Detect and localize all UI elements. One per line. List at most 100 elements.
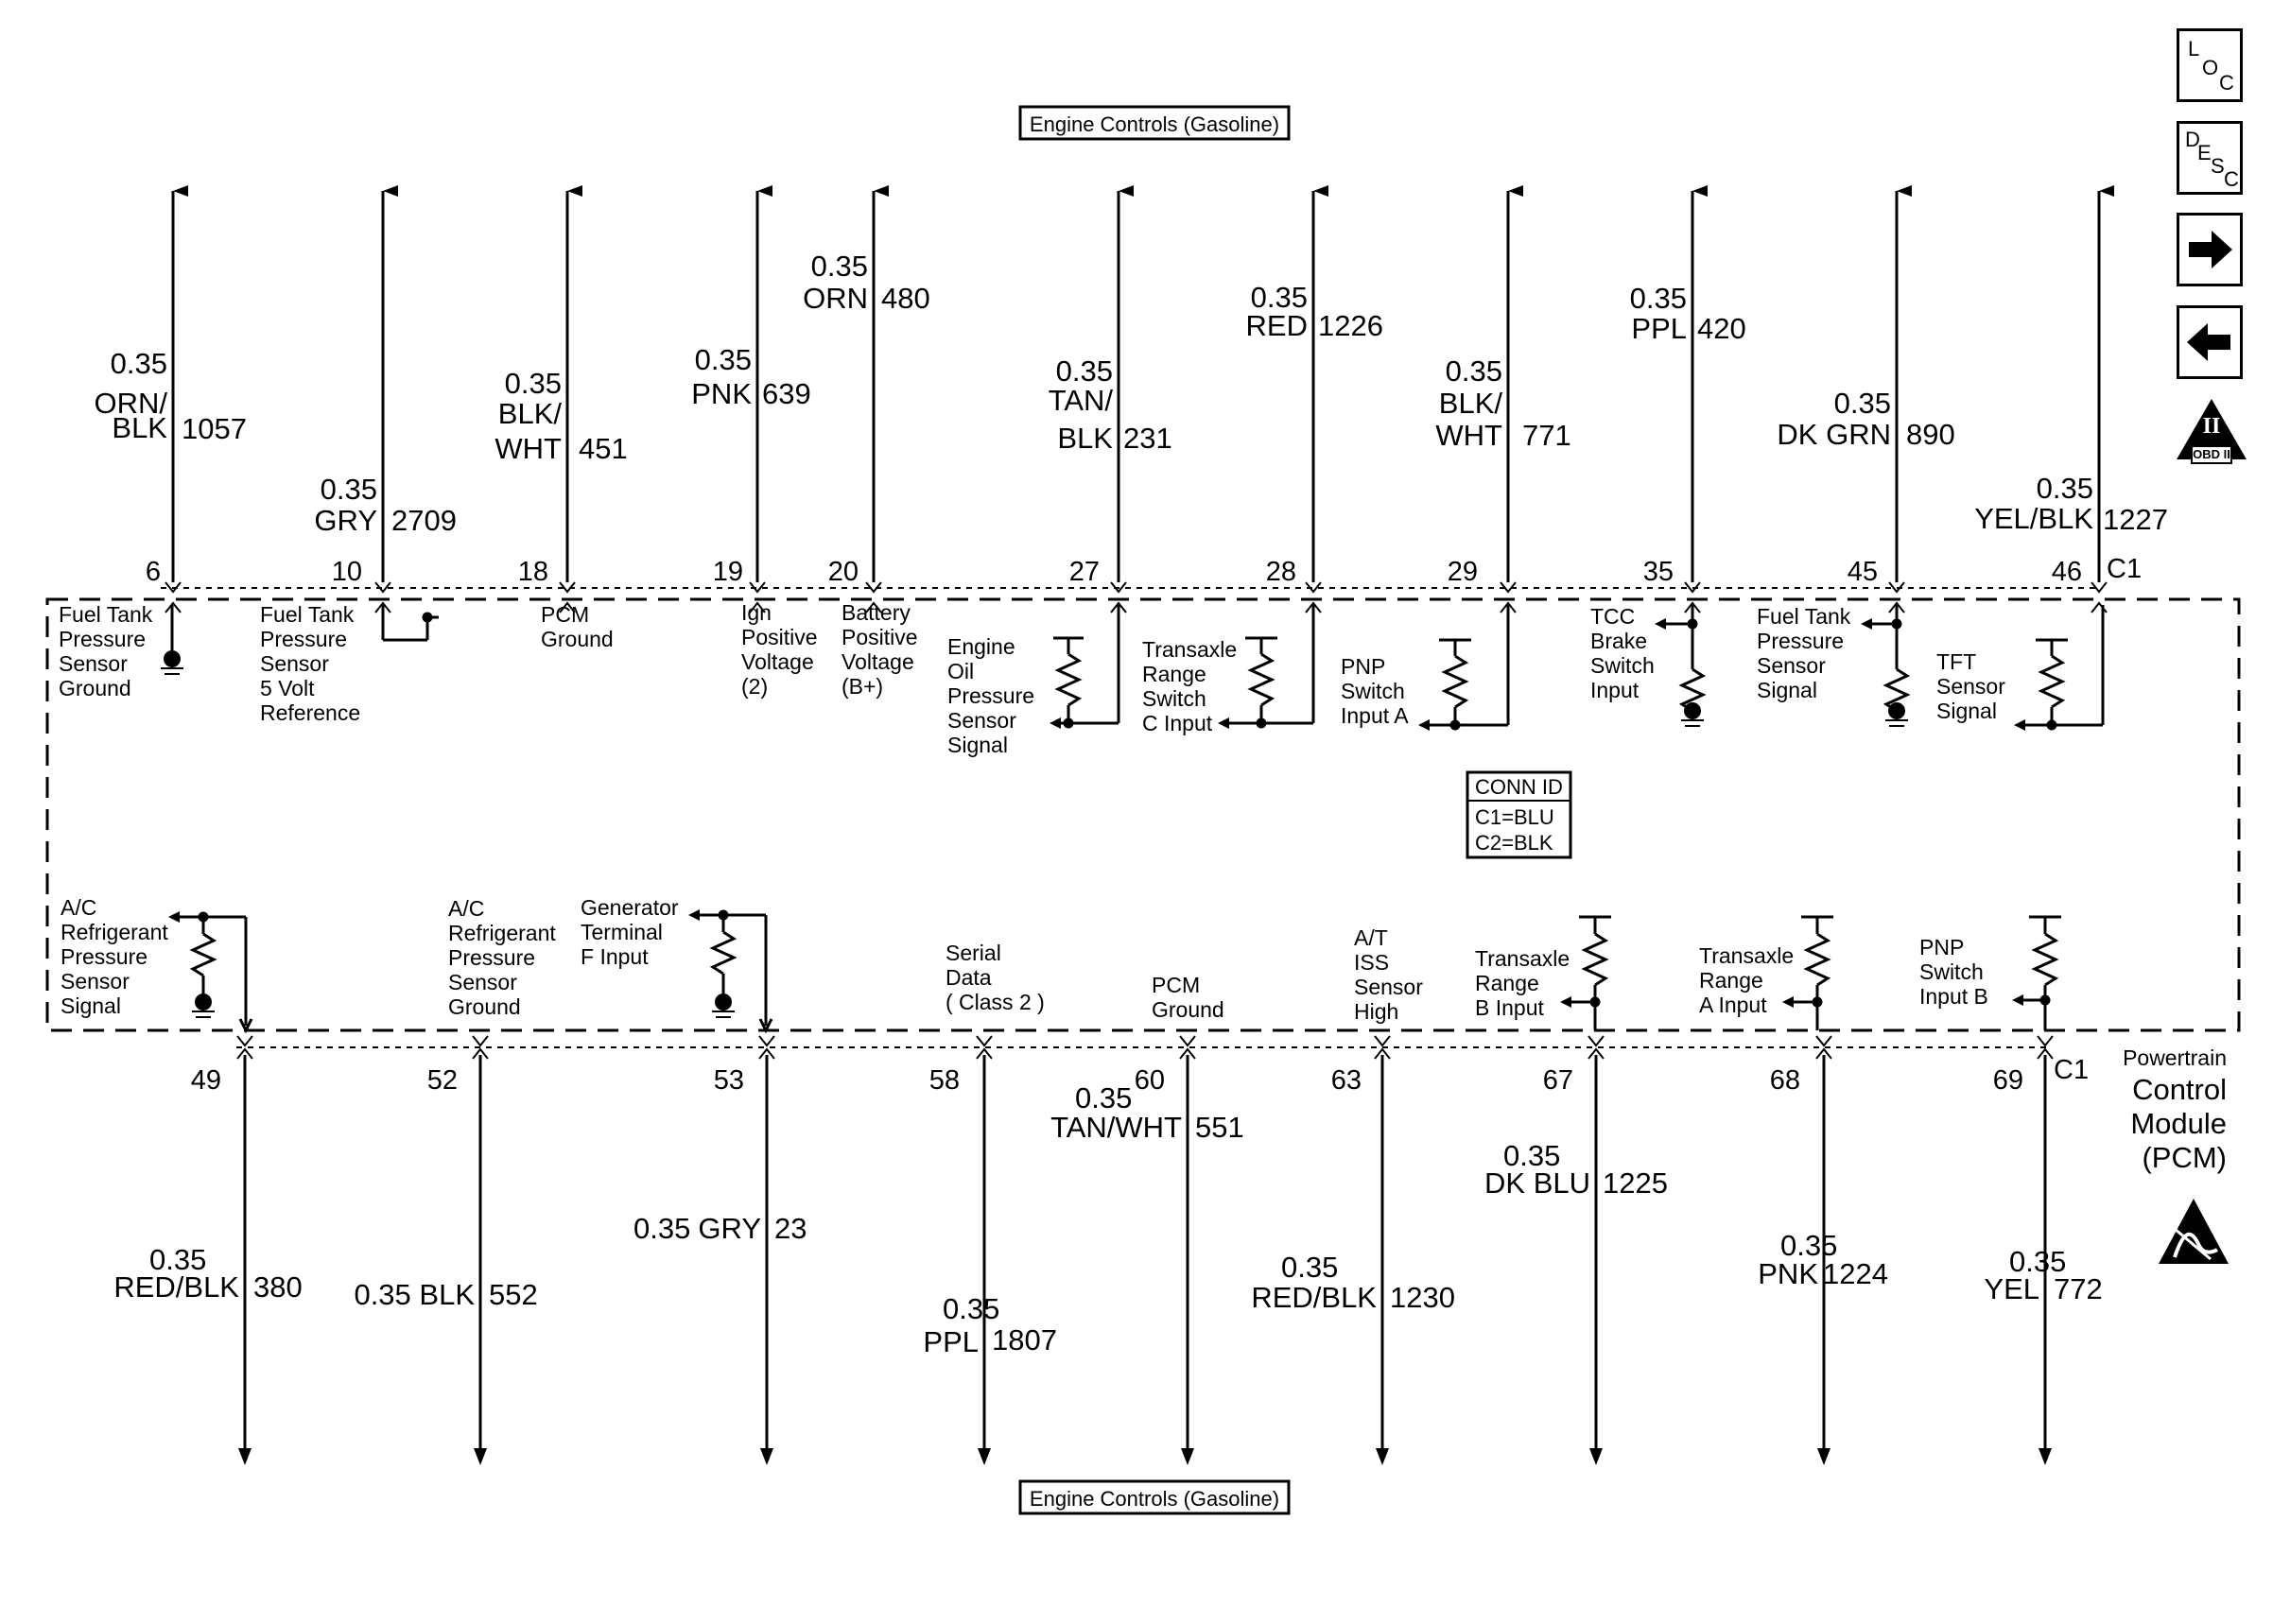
circuit-description: Range — [1475, 971, 1539, 995]
pin-number: 29 — [1448, 557, 1478, 587]
circuit-description: Data — [946, 965, 992, 990]
bottom-wire-pin-53[interactable] — [758, 1035, 775, 1465]
circuit-number: 772 — [2054, 1272, 2103, 1305]
circuit-description: B Input — [1475, 995, 1544, 1020]
circuit-description: Pressure — [947, 683, 1034, 708]
circuit-number: 1807 — [992, 1323, 1057, 1356]
pin-number: 35 — [1643, 557, 1674, 587]
circuit-number: 639 — [762, 377, 811, 410]
circuit-number: 480 — [881, 282, 930, 315]
bottom-wire-pin-52[interactable] — [472, 1035, 489, 1465]
footer-link-label: Engine Controls (Gasoline) — [1030, 1487, 1279, 1511]
top-wire-pin-20[interactable] — [865, 185, 889, 613]
top-wire-pin-27[interactable] — [1110, 185, 1134, 613]
circuit-description: ISS — [1354, 950, 1389, 975]
wire-color: DK GRN — [1777, 418, 1891, 451]
prev-arrow-icon[interactable] — [2177, 305, 2243, 379]
top-wire-pin-19[interactable] — [749, 185, 772, 613]
circuit-description: PCM — [541, 602, 589, 627]
circuit-description: Pressure — [61, 944, 147, 969]
pin-45-pulldown-resistor — [1861, 605, 1911, 727]
circuit-description: A Input — [1699, 993, 1767, 1017]
top-wire-pin-46[interactable] — [2091, 185, 2114, 613]
top-wire-pin-45[interactable] — [1888, 185, 1912, 613]
circuit-description: Generator — [581, 895, 679, 920]
circuit-description: Switch — [1590, 653, 1655, 678]
pin-67-pullup-resistor — [1560, 915, 1611, 1030]
wire-gauge: 0.35 — [149, 1243, 206, 1276]
wire-gauge: 0.35 — [1251, 281, 1308, 314]
bottom-wire-pin-58[interactable] — [976, 1035, 993, 1465]
pin-number: 69 — [1993, 1065, 2023, 1096]
wire-color: GRY — [314, 504, 377, 537]
wire-color: WHT — [495, 432, 562, 465]
circuit-description: Signal — [1936, 699, 1997, 723]
conn-id-title: CONN ID — [1475, 775, 1563, 799]
bottom-wire-pin-60[interactable] — [1179, 1035, 1196, 1465]
circuit-description: Transaxle — [1475, 946, 1570, 971]
wire-color: GRY — [698, 1212, 761, 1245]
obd-ii-numeral: II — [2202, 414, 2221, 439]
connector-c1-bottom-label: C1 — [2054, 1055, 2089, 1085]
top-wire-pin-29[interactable] — [1500, 185, 1523, 613]
loc-icon[interactable]: L O C — [2177, 28, 2243, 102]
obd-ii-icon[interactable]: II OBD II — [2175, 397, 2248, 471]
esd-warning-icon — [2159, 1199, 2229, 1264]
circuit-description: Signal — [947, 733, 1008, 757]
pin-6-ground-symbol — [161, 605, 183, 675]
circuit-description: Battery — [842, 600, 911, 625]
top-wire-pin-28[interactable] — [1305, 185, 1328, 613]
circuit-description: Pressure — [260, 627, 347, 651]
wire-color: WHT — [1435, 419, 1502, 452]
bottom-wire-pin-69[interactable] — [2037, 1035, 2054, 1465]
circuit-description: Refrigerant — [448, 921, 556, 945]
top-wire-pin-10[interactable] — [374, 185, 398, 613]
top-wire-pin-35[interactable] — [1684, 185, 1708, 613]
module-label-line-4: (PCM) — [2142, 1141, 2227, 1174]
desc-icon[interactable]: D E S C — [2177, 121, 2243, 195]
circuit-number: 1227 — [2103, 503, 2168, 536]
bottom-wire-pin-49[interactable] — [236, 1035, 253, 1465]
circuit-description: Fuel Tank — [59, 602, 153, 627]
circuit-description: (B+) — [842, 674, 883, 699]
wire-gauge: 0.35 — [695, 343, 752, 376]
circuit-number: 552 — [489, 1278, 538, 1311]
circuit-description: Reference — [260, 700, 360, 725]
circuit-description: Sensor — [59, 651, 128, 676]
obd-ii-triangle — [2177, 399, 2247, 464]
bottom-wire-pin-63[interactable] — [1374, 1035, 1391, 1465]
bottom-wire-pin-67[interactable] — [1588, 1035, 1605, 1465]
wire-gauge: 0.35 — [2037, 472, 2093, 505]
conn-id-c1: C1=BLU — [1475, 805, 1554, 829]
header-link-box[interactable]: Engine Controls (Gasoline) — [1018, 105, 1291, 141]
pin-number: 28 — [1266, 557, 1296, 587]
circuit-number: 2709 — [391, 504, 457, 537]
circuit-description: Serial — [946, 941, 1001, 965]
wire-gauge: 0.35 — [1446, 354, 1502, 388]
circuit-description: Voltage — [741, 649, 814, 674]
circuit-number: 451 — [579, 432, 628, 465]
circuit-description: A/C — [61, 895, 96, 920]
footer-link-box[interactable]: Engine Controls (Gasoline) — [1018, 1479, 1291, 1515]
circuit-description: Ign — [741, 600, 772, 625]
circuit-description: Voltage — [842, 649, 914, 674]
circuit-description: Range — [1142, 662, 1206, 686]
pin-number: 49 — [191, 1065, 221, 1096]
circuit-number: 890 — [1906, 418, 1955, 451]
circuit-description: Ground — [448, 994, 521, 1019]
circuit-description: A/T — [1354, 925, 1388, 950]
circuit-description: Brake — [1590, 629, 1647, 653]
circuit-number: 1224 — [1823, 1257, 1888, 1290]
next-arrow-icon[interactable] — [2177, 213, 2243, 286]
top-wire-pin-6[interactable] — [165, 185, 188, 613]
wire-gauge: 0.35 — [1056, 354, 1113, 388]
wire-gauge: 0.35 — [943, 1292, 999, 1325]
top-wire-pin-18[interactable] — [559, 185, 582, 613]
bottom-wire-pin-68[interactable] — [1815, 1035, 1832, 1465]
